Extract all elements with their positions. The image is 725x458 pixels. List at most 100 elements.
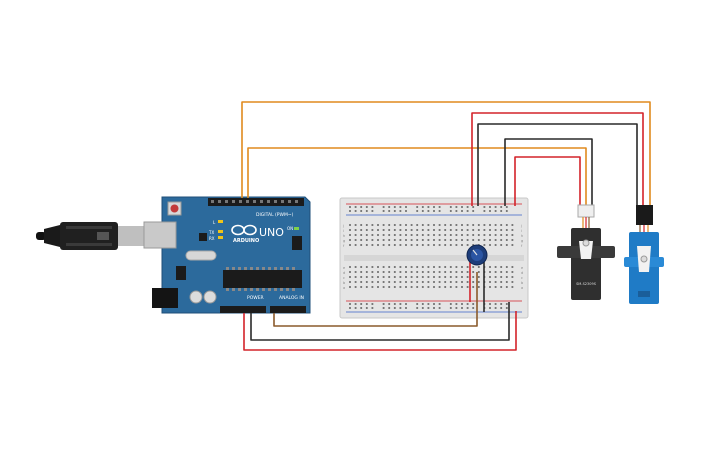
breadboard-hole[interactable] — [505, 210, 508, 212]
breadboard-hole[interactable] — [438, 239, 441, 241]
breadboard-hole[interactable] — [416, 266, 419, 268]
breadboard-hole[interactable] — [500, 210, 503, 212]
breadboard-hole[interactable] — [483, 206, 486, 208]
breadboard-hole[interactable] — [494, 239, 497, 241]
servo-blue[interactable] — [624, 205, 664, 304]
breadboard-hole[interactable] — [489, 239, 491, 241]
breadboard-hole[interactable] — [393, 224, 396, 226]
breadboard-hole[interactable] — [461, 276, 463, 278]
breadboard-hole[interactable] — [382, 234, 385, 236]
breadboard-hole[interactable] — [388, 234, 391, 236]
breadboard-hole[interactable] — [483, 234, 486, 236]
breadboard-hole[interactable] — [433, 281, 435, 283]
breadboard-hole[interactable] — [349, 239, 351, 241]
breadboard-hole[interactable] — [511, 276, 514, 278]
breadboard-hole[interactable] — [360, 239, 363, 241]
breadboard-hole[interactable] — [354, 206, 357, 208]
breadboard-hole[interactable] — [416, 307, 419, 309]
breadboard-hole[interactable] — [433, 271, 435, 273]
breadboard-hole[interactable] — [466, 281, 469, 283]
breadboard-hole[interactable] — [500, 286, 503, 288]
breadboard-hole[interactable] — [500, 271, 503, 273]
breadboard-hole[interactable] — [472, 224, 475, 226]
breadboard-hole[interactable] — [421, 234, 424, 236]
breadboard-hole[interactable] — [349, 286, 351, 288]
breadboard-hole[interactable] — [438, 224, 441, 226]
breadboard-hole[interactable] — [466, 307, 469, 309]
breadboard-hole[interactable] — [354, 303, 357, 305]
breadboard-hole[interactable] — [489, 224, 491, 226]
breadboard-hole[interactable] — [444, 229, 447, 231]
breadboard-hole[interactable] — [466, 303, 469, 305]
breadboard-hole[interactable] — [489, 286, 491, 288]
breadboard-hole[interactable] — [505, 266, 508, 268]
breadboard-hole[interactable] — [365, 224, 368, 226]
breadboard-hole[interactable] — [371, 229, 374, 231]
breadboard-hole[interactable] — [438, 234, 441, 236]
breadboard-hole[interactable] — [433, 224, 435, 226]
breadboard-hole[interactable] — [377, 244, 379, 246]
breadboard-hole[interactable] — [472, 276, 475, 278]
breadboard-hole[interactable] — [365, 286, 368, 288]
breadboard-hole[interactable] — [382, 206, 385, 208]
breadboard-hole[interactable] — [421, 206, 424, 208]
breadboard-hole[interactable] — [505, 239, 508, 241]
breadboard-hole[interactable] — [421, 239, 424, 241]
breadboard-hole[interactable] — [427, 224, 430, 226]
breadboard-hole[interactable] — [410, 271, 413, 273]
breadboard-hole[interactable] — [365, 303, 368, 305]
breadboard-hole[interactable] — [416, 239, 419, 241]
breadboard-hole[interactable] — [449, 206, 452, 208]
breadboard-hole[interactable] — [410, 286, 413, 288]
breadboard-hole[interactable] — [505, 281, 508, 283]
wire-black-servo-blue-ground[interactable] — [477, 123, 638, 207]
breadboard-hole[interactable] — [461, 224, 463, 226]
breadboard-hole[interactable] — [421, 244, 424, 246]
breadboard-hole[interactable] — [461, 234, 463, 236]
breadboard-hole[interactable] — [433, 303, 435, 305]
breadboard-hole[interactable] — [388, 281, 391, 283]
breadboard-hole[interactable] — [393, 271, 396, 273]
breadboard-hole[interactable] — [410, 234, 413, 236]
breadboard-hole[interactable] — [455, 229, 458, 231]
breadboard-hole[interactable] — [405, 244, 407, 246]
breadboard-hole[interactable] — [399, 276, 402, 278]
breadboard-hole[interactable] — [472, 229, 475, 231]
breadboard-hole[interactable] — [472, 286, 475, 288]
breadboard-hole[interactable] — [377, 276, 379, 278]
breadboard-hole[interactable] — [449, 244, 452, 246]
breadboard-hole[interactable] — [494, 210, 497, 212]
breadboard-hole[interactable] — [371, 224, 374, 226]
breadboard-hole[interactable] — [500, 266, 503, 268]
breadboard-hole[interactable] — [365, 229, 368, 231]
breadboard-hole[interactable] — [483, 224, 486, 226]
breadboard-hole[interactable] — [382, 210, 385, 212]
breadboard-hole[interactable] — [455, 281, 458, 283]
breadboard-hole[interactable] — [349, 276, 351, 278]
breadboard-hole[interactable] — [349, 244, 351, 246]
breadboard-hole[interactable] — [427, 286, 430, 288]
breadboard-hole[interactable] — [371, 206, 374, 208]
potentiometer[interactable] — [466, 244, 488, 266]
breadboard-hole[interactable] — [388, 266, 391, 268]
breadboard-hole[interactable] — [382, 281, 385, 283]
breadboard-hole[interactable] — [511, 239, 514, 241]
breadboard-hole[interactable] — [477, 281, 480, 283]
wire-red-servo-black-power[interactable] — [514, 156, 581, 207]
breadboard-hole[interactable] — [511, 224, 514, 226]
wire-orange-servo-black-signal[interactable] — [247, 147, 587, 207]
breadboard-hole[interactable] — [377, 224, 379, 226]
breadboard-hole[interactable] — [466, 266, 469, 268]
breadboard-hole[interactable] — [461, 281, 463, 283]
wire-red-5v[interactable] — [243, 311, 517, 351]
breadboard-hole[interactable] — [427, 307, 430, 309]
breadboard-hole[interactable] — [461, 303, 463, 305]
breadboard-hole[interactable] — [371, 271, 374, 273]
breadboard-hole[interactable] — [494, 271, 497, 273]
breadboard-hole[interactable] — [354, 307, 357, 309]
breadboard-hole[interactable] — [377, 286, 379, 288]
breadboard-hole[interactable] — [349, 206, 351, 208]
breadboard-hole[interactable] — [455, 224, 458, 226]
breadboard-hole[interactable] — [421, 286, 424, 288]
breadboard-hole[interactable] — [354, 234, 357, 236]
